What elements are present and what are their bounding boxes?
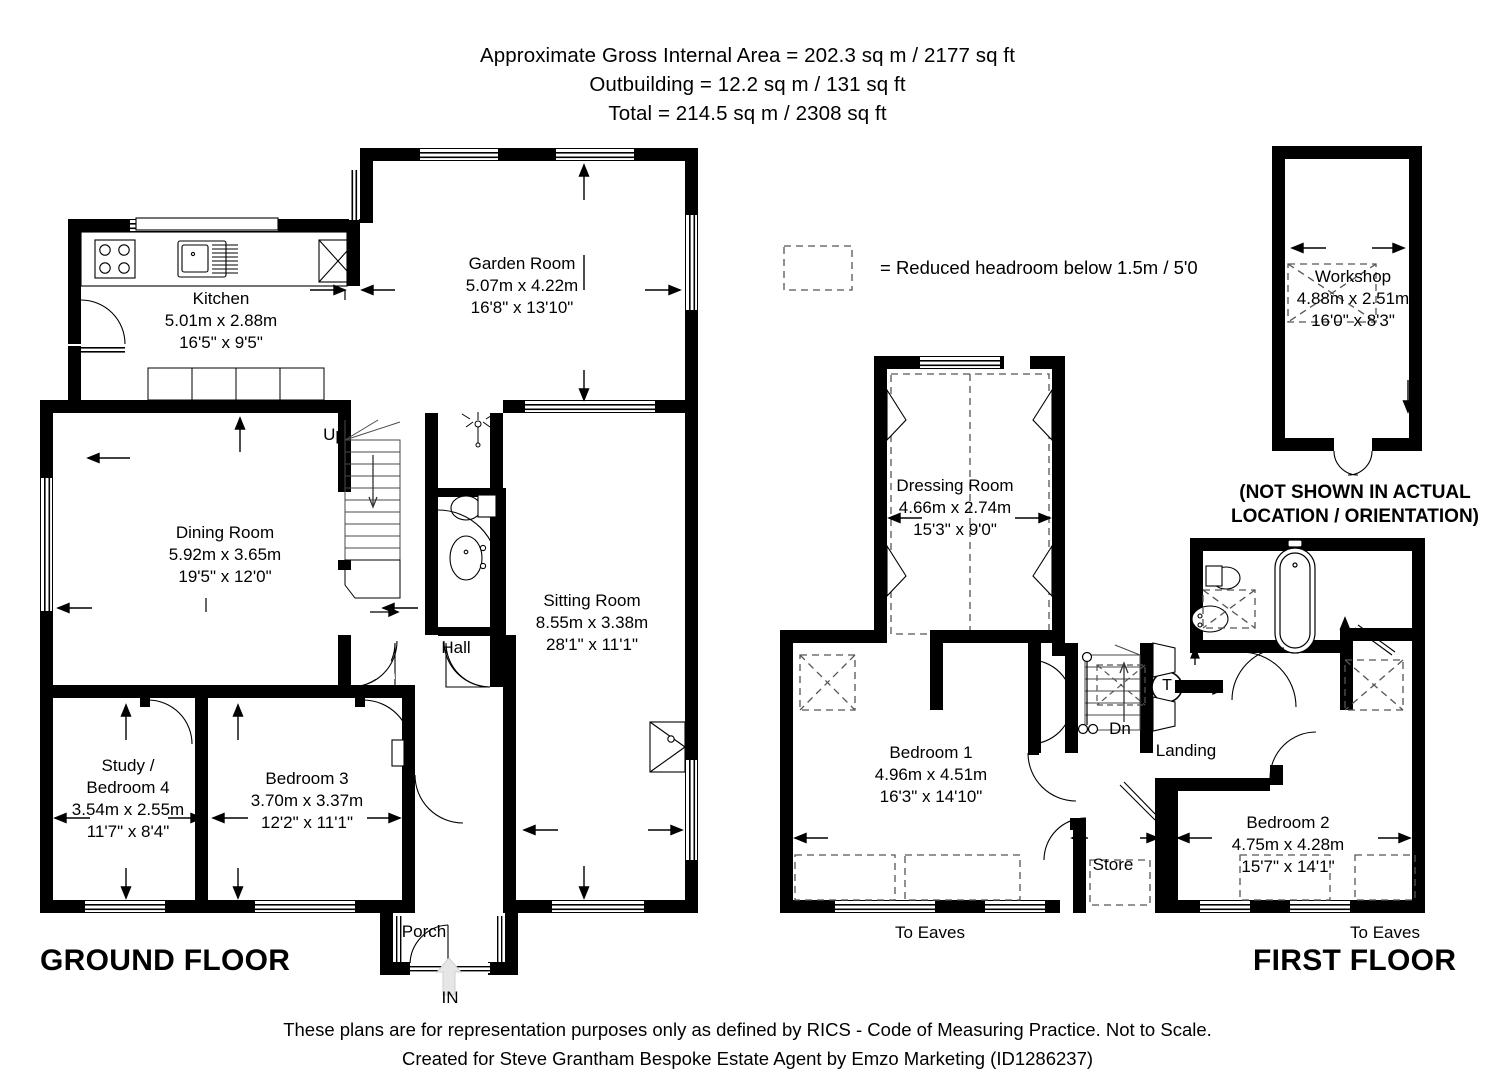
room-dims-imperial: 16'8" x 13'10" bbox=[470, 298, 574, 317]
entrance-in-label: IN bbox=[441, 988, 459, 1007]
credit-text: Created for Steve Grantham Bespoke Estat… bbox=[401, 1048, 1094, 1069]
room-name: Bedroom 3 bbox=[265, 769, 349, 788]
store-label: Store bbox=[1092, 855, 1134, 874]
room-label-kitchen: Kitchen 5.01m x 2.88m 16'5" x 9'5" bbox=[165, 288, 277, 354]
room-dims-imperial: 28'1" x 11'1" bbox=[546, 635, 638, 654]
stairs-up-label: Up bbox=[323, 425, 345, 444]
landing-label: Landing bbox=[1155, 741, 1217, 760]
room-dims-imperial: 16'0" x 8'3" bbox=[1311, 311, 1395, 330]
room-label-bedroom-2: Bedroom 2 4.75m x 4.28m 15'7" x 14'1" bbox=[1232, 812, 1344, 878]
room-dims-metric: 4.96m x 4.51m bbox=[874, 765, 988, 784]
room-label-bedroom-3: Bedroom 3 3.70m x 3.37m 12'2" x 11'1" bbox=[251, 768, 363, 834]
room-name: Kitchen bbox=[192, 289, 250, 308]
room-name: Workshop bbox=[1314, 267, 1392, 286]
room-name: Dressing Room bbox=[896, 476, 1014, 495]
room-dims-metric: 3.54m x 2.55m bbox=[71, 800, 185, 819]
headroom-legend-text: = Reduced headroom below 1.5m / 5'0 bbox=[880, 257, 1198, 278]
room-label-study-bedroom4: Study / Bedroom 4 3.54m x 2.55m 11'7" x … bbox=[72, 755, 184, 843]
room-label-sitting-room: Sitting Room 8.55m x 3.38m 28'1" x 11'1" bbox=[536, 590, 648, 656]
porch-label: Porch bbox=[401, 922, 447, 941]
outbuilding-area-text: Outbuilding = 12.2 sq m / 131 sq ft bbox=[589, 73, 906, 96]
to-eaves-label-right: To Eaves bbox=[1350, 923, 1420, 942]
note-line-2: LOCATION / ORIENTATION) bbox=[1230, 506, 1480, 527]
room-label-garden-room: Garden Room 5.07m x 4.22m 16'8" x 13'10" bbox=[466, 253, 578, 319]
room-dims-metric: 5.92m x 3.65m bbox=[168, 545, 282, 564]
room-label-hall: Hall bbox=[441, 638, 471, 657]
first-floor-title: FIRST FLOOR bbox=[1253, 944, 1457, 977]
room-label-dressing-room: Dressing Room 4.66m x 2.74m 15'3" x 9'0" bbox=[896, 475, 1013, 541]
outbuilding-location-note: (NOT SHOWN IN ACTUAL LOCATION / ORIENTAT… bbox=[1231, 481, 1479, 529]
total-area-text: Total = 214.5 sq m / 2308 sq ft bbox=[608, 102, 887, 125]
stairs-down-label: Dn bbox=[1109, 719, 1131, 738]
tank-label: T bbox=[1162, 677, 1172, 694]
room-dims-metric: 5.01m x 2.88m bbox=[164, 311, 278, 330]
room-name: Dining Room bbox=[175, 523, 275, 542]
room-dims-imperial: 11'7" x 8'4" bbox=[86, 822, 170, 841]
to-eaves-label-left: To Eaves bbox=[895, 923, 965, 942]
room-dims-metric: 4.66m x 2.74m bbox=[898, 498, 1012, 517]
room-dims-imperial: 16'3" x 14'10" bbox=[879, 787, 983, 806]
room-name: Bedroom 2 bbox=[1246, 813, 1330, 832]
room-label-dining-room: Dining Room 5.92m x 3.65m 19'5" x 12'0" bbox=[169, 522, 281, 588]
room-name: Garden Room bbox=[468, 254, 576, 273]
room-dims-metric: 4.88m x 2.51m bbox=[1296, 289, 1410, 308]
ground-floor-title: GROUND FLOOR bbox=[40, 944, 291, 977]
gross-internal-area-text: Approximate Gross Internal Area = 202.3 … bbox=[480, 44, 1015, 67]
room-name: Bedroom 1 bbox=[889, 743, 973, 762]
disclaimer-text: These plans are for representation purpo… bbox=[283, 1019, 1212, 1040]
room-dims-imperial: 16'5" x 9'5" bbox=[179, 333, 263, 352]
room-dims-imperial: 15'7" x 14'1" bbox=[1241, 857, 1335, 876]
room-dims-metric: 8.55m x 3.38m bbox=[535, 613, 649, 632]
room-dims-imperial: 12'2" x 11'1" bbox=[261, 813, 353, 832]
room-dims-metric: 3.70m x 3.37m bbox=[250, 791, 364, 810]
room-label-workshop: Workshop 4.88m x 2.51m 16'0" x 8'3" bbox=[1297, 266, 1409, 332]
room-name: Sitting Room bbox=[543, 591, 641, 610]
room-dims-imperial: 19'5" x 12'0" bbox=[178, 567, 272, 586]
note-line-1: (NOT SHOWN IN ACTUAL bbox=[1239, 482, 1471, 503]
room-name: Study / bbox=[101, 756, 155, 775]
room-dims-metric: 4.75m x 4.28m bbox=[1231, 835, 1345, 854]
room-dims-metric: 5.07m x 4.22m bbox=[465, 276, 579, 295]
room-name-second-line: Bedroom 4 bbox=[86, 778, 170, 797]
room-label-bedroom-1: Bedroom 1 4.96m x 4.51m 16'3" x 14'10" bbox=[875, 742, 987, 808]
room-dims-imperial: 15'3" x 9'0" bbox=[913, 520, 997, 539]
